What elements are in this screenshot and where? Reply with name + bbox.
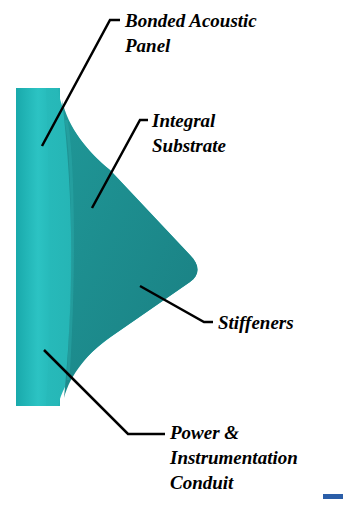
corner-bar (323, 494, 343, 499)
part-label: Bonded Acoustic Panel (125, 8, 290, 58)
part-label: Power & Instrumentation Conduit (170, 420, 335, 495)
leader-line (140, 286, 213, 322)
stiffener-ridge (66, 120, 72, 380)
leader-line (92, 120, 148, 208)
leader-line (42, 20, 120, 146)
leader-line (44, 350, 165, 434)
part-label: Stiffeners (218, 310, 338, 335)
part-label: Integral Substrate (152, 108, 277, 158)
